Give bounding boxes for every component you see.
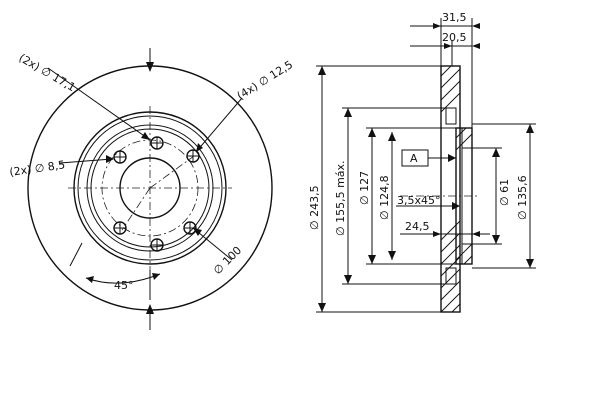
label-d61: ∅ 61 bbox=[498, 179, 511, 206]
label-d127: ∅ 127 bbox=[358, 171, 371, 205]
front-view: 45° (2x) ∅ 17,1 (4x) ∅ 12,5 (2x) ∅ 8,5 ∅… bbox=[9, 48, 295, 330]
label-width-31: 31,5 bbox=[442, 11, 467, 24]
label-d135: ∅ 135,6 bbox=[516, 175, 529, 220]
leader-2x-d8 bbox=[59, 158, 113, 164]
label-2x-d8: (2x) ∅ 8,5 bbox=[9, 158, 66, 179]
label-angle-45: 45° bbox=[114, 279, 134, 292]
label-len-24: 24,5 bbox=[405, 220, 430, 233]
label-d124: ∅ 124,8 bbox=[378, 175, 391, 220]
leader-4x-d12 bbox=[195, 97, 243, 153]
label-chamfer: 3,5x45° bbox=[397, 194, 441, 207]
label-4x-d12: (4x) ∅ 12,5 bbox=[235, 58, 295, 103]
label-width-20: 20,5 bbox=[442, 31, 467, 44]
label-datum-a: A bbox=[410, 152, 418, 165]
leader-2x-d17 bbox=[47, 67, 151, 141]
hub-ring-2 bbox=[77, 115, 223, 261]
label-2x-d17: (2x) ∅ 17,1 bbox=[17, 51, 78, 94]
label-d155: ∅ 155,5 máx. bbox=[334, 160, 347, 236]
label-d243: ∅ 243,5 bbox=[308, 185, 321, 230]
section-view: A 31,5 20,5 ∅ 243,5 ∅ 155,5 máx. ∅ 1 bbox=[308, 11, 536, 313]
